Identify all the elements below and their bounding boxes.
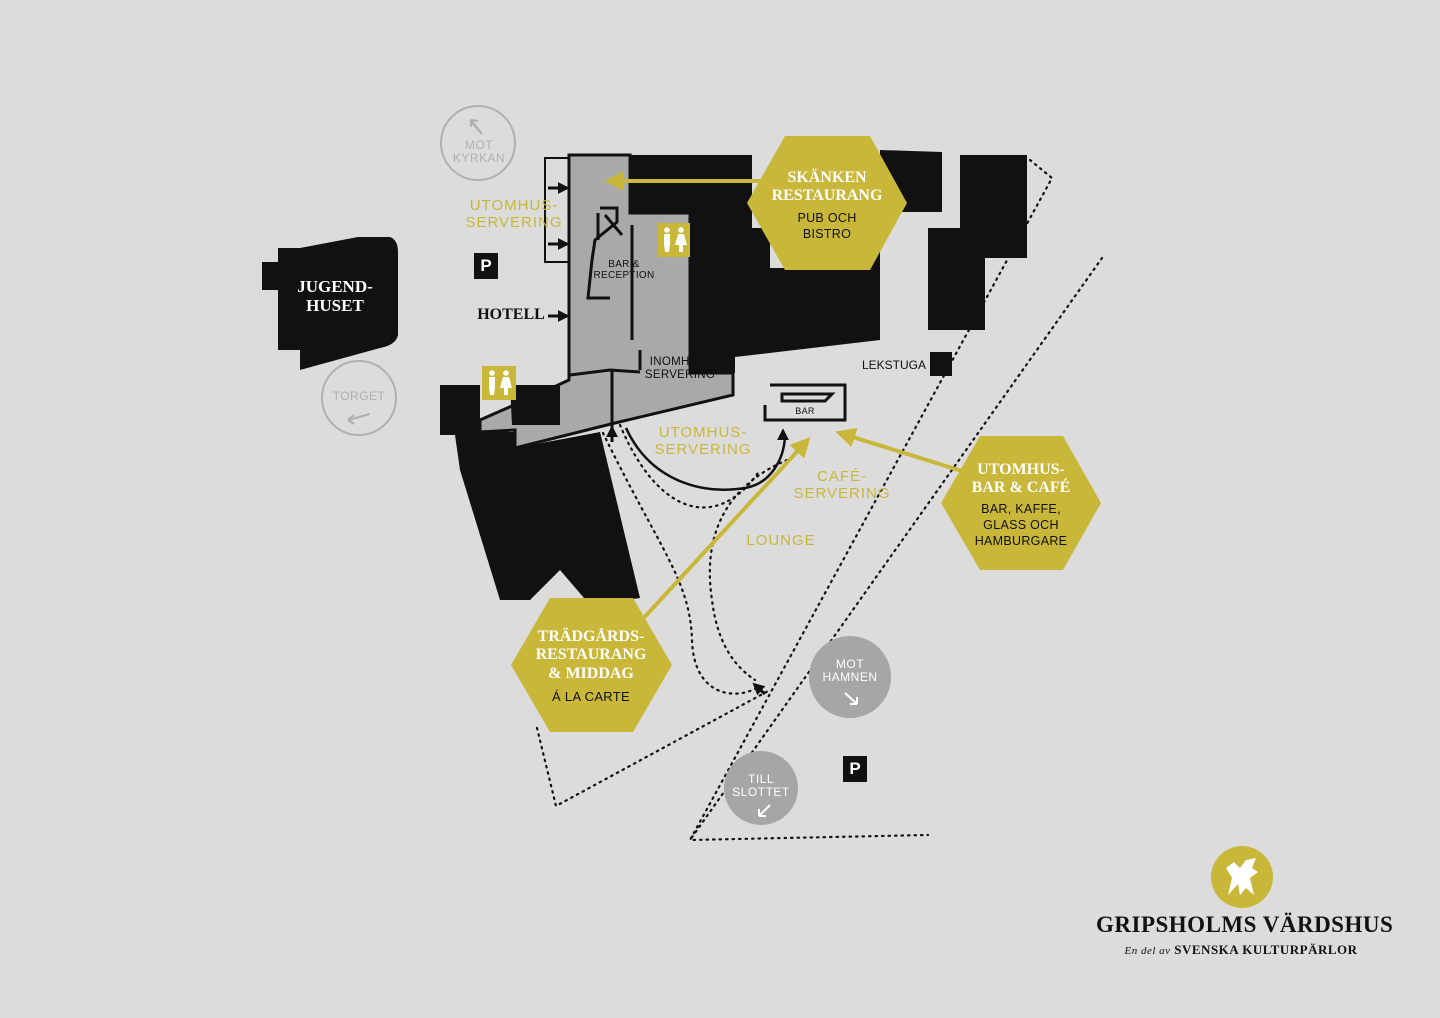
label-hotell: HOTELL (477, 306, 545, 323)
hex-utomhus-bar-title: UTOMHUS- BAR & CAFÉ (971, 461, 1071, 497)
hotel-complex (440, 150, 1027, 605)
hex-skanken-title: SKÄNKEN RESTAURANG (771, 169, 883, 205)
brand-name: GRIPSHOLMS VÄRDSHUS (1096, 912, 1394, 937)
direction-mot-kyrkan: MOT KYRKAN (452, 138, 506, 166)
hex-tradgards-text: TRÄDGÅRDS- RESTAURANG & MIDDAG Á LA CART… (521, 628, 661, 706)
brand-tagline-prefix: En del av (1124, 945, 1171, 957)
label-inomhus-servering: INOMHUS- SERVERING (644, 356, 716, 381)
direction-mot-hamnen: MOT HAMNEN (822, 657, 878, 685)
circle-till-slottet[interactable] (724, 751, 798, 825)
direction-till-slottet: TILL SLOTTET (732, 772, 790, 800)
outdoor-bar-structure (763, 383, 847, 422)
circle-arrows (347, 119, 858, 817)
label-cafe-servering: CAFÉ- SERVERING (793, 468, 891, 502)
terrace-outline (624, 427, 787, 491)
label-utomhus-servering-mid: UTOMHUS- SERVERING (654, 424, 752, 458)
label-bar-reception: BAR & RECEPTION (593, 259, 655, 282)
hex-tradgards[interactable] (511, 598, 672, 732)
hex-tradgards-subtitle: Á LA CARTE (552, 689, 630, 705)
label-bar: BAR (795, 406, 815, 416)
hex-skanken[interactable] (747, 136, 907, 270)
hex-tradgards-title: TRÄDGÅRDS- RESTAURANG & MIDDAG (535, 628, 647, 682)
restroom-icon (482, 366, 516, 400)
label-utomhus-servering-top: UTOMHUS- SERVERING (465, 197, 563, 231)
hex-skanken-subtitle: PUB OCH BISTRO (797, 210, 857, 242)
label-lekstuga: LEKSTUGA (861, 358, 927, 372)
brand-tagline: En del av SVENSKA KULTURPÄRLOR (1096, 942, 1386, 958)
gold-pointer-lines (604, 171, 979, 624)
hex-utomhus-bar-text: UTOMHUS- BAR & CAFÉ BAR, KAFFE, GLASS OC… (951, 461, 1091, 550)
entrance-arrows (548, 182, 789, 696)
parking-sign: P (474, 253, 498, 279)
brand-tagline-text: SVENSKA KULTURPÄRLOR (1174, 942, 1358, 957)
jugendhuset-building (262, 237, 398, 370)
label-lounge: LOUNGE (746, 532, 816, 549)
circle-torget[interactable] (321, 360, 397, 436)
hex-utomhus-bar[interactable] (941, 436, 1101, 570)
griffin-logo (1211, 846, 1273, 908)
restroom-icon (658, 223, 690, 257)
circle-mot-kyrkan[interactable] (440, 105, 516, 181)
parking-sign: P (843, 756, 867, 782)
label-jugendhuset: JUGEND- HUSET (297, 277, 373, 316)
hex-skanken-text: SKÄNKEN RESTAURANG PUB OCH BISTRO (757, 169, 897, 242)
direction-torget: TORGET (332, 389, 386, 403)
hex-utomhus-bar-subtitle: BAR, KAFFE, GLASS OCH HAMBURGARE (974, 501, 1068, 549)
circle-mot-hamnen[interactable] (809, 636, 891, 718)
